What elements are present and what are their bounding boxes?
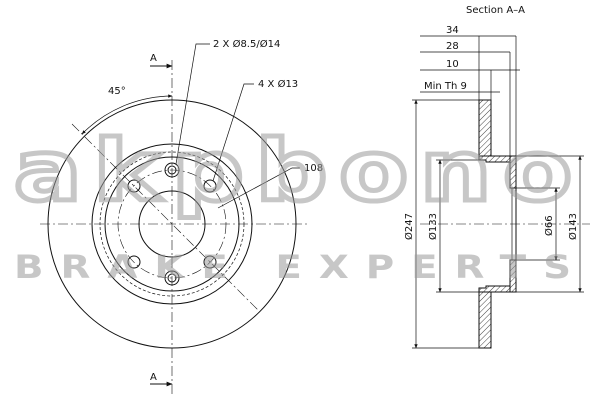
center-bore [138, 190, 206, 258]
bolt-holes [127, 179, 217, 269]
bolt-hole [127, 179, 141, 193]
section-marker-top: A [150, 53, 157, 64]
locating-holes [164, 162, 180, 286]
diagonal-centerline [71, 123, 259, 311]
dim-28: 28 [446, 41, 459, 52]
dia-143: Ø143 [567, 213, 579, 240]
min-thickness: Min Th 9 [424, 81, 467, 92]
hat-neck-lower [478, 285, 511, 293]
bolt-hole [127, 255, 141, 269]
section-view: Section A–A 34 28 10 Min Th 9 [403, 5, 590, 349]
section-title: Section A–A [466, 5, 525, 16]
leader-pcd [217, 167, 300, 209]
hat-wall-upper [509, 155, 517, 189]
front-view: 45° A A 2 X Ø8.5/Ø14 4 X Ø13 108 [40, 38, 323, 395]
bolt-holes-label: 4 X Ø13 [258, 78, 298, 90]
leader-small-holes [175, 43, 210, 165]
bolt-hole [203, 179, 217, 193]
bolt-hole [203, 255, 217, 269]
pcd-circle [117, 169, 227, 279]
locating-hole-inner [167, 165, 177, 175]
locating-hole-outer [164, 270, 180, 286]
leader-bolt-holes [212, 83, 254, 182]
section-marker-bottom: A [150, 372, 157, 383]
watermark-tagline: BRAKE EXPERTS [14, 248, 588, 286]
locating-hole-outer [164, 162, 180, 178]
hat-wall [104, 156, 240, 292]
small-holes-label: 2 X Ø8.5/Ø14 [213, 38, 280, 50]
angle-label: 45° [108, 86, 126, 97]
locating-hole-inner [167, 273, 177, 283]
watermark: akpbono BRAKE EXPERTS [12, 120, 588, 287]
dia-133: Ø133 [427, 213, 439, 240]
dim-34: 34 [446, 25, 459, 36]
hat-wall-lower [509, 259, 517, 293]
dia-247: Ø247 [403, 213, 415, 240]
hat-outer-dashed [99, 151, 245, 297]
watermark-brand: akpbono [14, 122, 584, 220]
angle-arc [81, 94, 173, 135]
dia-66: Ø66 [543, 215, 555, 236]
pcd-label: 108 [304, 163, 323, 174]
friction-plate-lower [478, 291, 492, 349]
dim-10: 10 [446, 59, 459, 70]
friction-ring-inner [91, 143, 253, 305]
